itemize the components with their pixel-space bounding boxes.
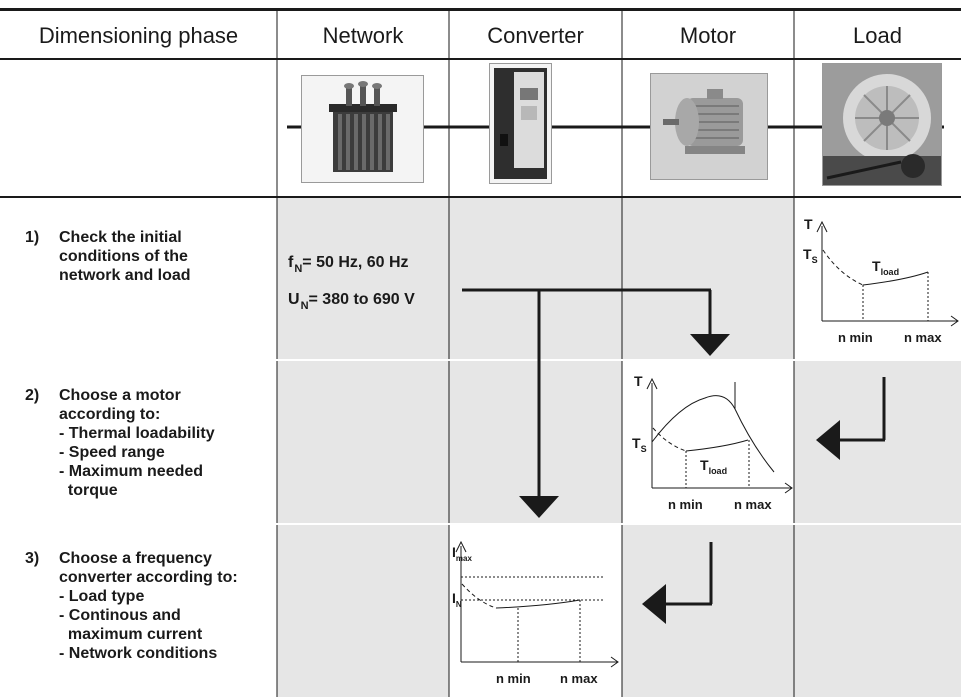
network-voltage: UN= 380 to 690 V bbox=[288, 291, 415, 312]
step-1-number: 1) bbox=[25, 229, 40, 246]
motor-startup-curve bbox=[652, 427, 687, 452]
load-y-label: T bbox=[804, 216, 813, 232]
step-3-line: - Continous and bbox=[59, 607, 181, 624]
motor-icon bbox=[651, 74, 767, 179]
step-3-line: - Load type bbox=[59, 588, 145, 605]
volt-symbol: U bbox=[288, 291, 300, 308]
load-x-arrow bbox=[950, 315, 959, 327]
header-motor: Motor bbox=[679, 23, 737, 48]
step-3-line: maximum current bbox=[59, 626, 203, 643]
conv-nmin-label: n min bbox=[496, 671, 531, 686]
step-2-line: according to: bbox=[59, 406, 161, 423]
step-2-line: - Maximum needed bbox=[59, 463, 204, 480]
load-torque-curve bbox=[862, 271, 929, 286]
step-1-line: Check the initial bbox=[59, 229, 182, 246]
motor-curve-subscript: load bbox=[709, 466, 728, 476]
cell-r1-converter bbox=[449, 198, 622, 360]
load-startup-curve bbox=[822, 249, 864, 286]
motor-y-arrow bbox=[646, 377, 658, 390]
conv-x-arrow bbox=[610, 656, 619, 668]
fan-icon bbox=[823, 64, 941, 185]
conv-imax-symbol: I bbox=[452, 544, 456, 560]
freq-symbol: f bbox=[288, 254, 294, 271]
load-curve-label: Tload bbox=[872, 258, 899, 277]
step-3-number: 3) bbox=[25, 550, 40, 567]
motor-max-torque-curve bbox=[651, 395, 775, 473]
conv-imax-subscript: max bbox=[456, 554, 473, 563]
step-1-line: conditions of the bbox=[59, 248, 188, 265]
load-ts-label: TS bbox=[803, 246, 818, 265]
step-2-line: torque bbox=[59, 482, 118, 499]
load-y-arrow bbox=[816, 220, 828, 233]
freq-value: = 50 Hz, 60 Hz bbox=[302, 254, 409, 271]
converter-icon bbox=[490, 64, 551, 183]
motor-y-label: T bbox=[634, 373, 643, 389]
step-3-line: - Network conditions bbox=[59, 645, 218, 662]
motor-ts-label: TS bbox=[632, 435, 647, 454]
motor-photo bbox=[650, 73, 768, 180]
conv-current-curve bbox=[495, 599, 581, 609]
load-curve-subscript: load bbox=[881, 267, 900, 277]
load-ts-symbol: T bbox=[803, 246, 812, 262]
conv-in-symbol: I bbox=[452, 590, 456, 606]
arrow-left-icon bbox=[816, 420, 840, 460]
motor-x-arrow bbox=[784, 482, 793, 494]
cell-r2-network bbox=[277, 360, 449, 524]
load-curve-symbol: T bbox=[872, 258, 881, 274]
conv-in-subscript: N bbox=[456, 600, 462, 609]
freq-subscript: N bbox=[294, 263, 303, 275]
volt-subscript: N bbox=[300, 300, 309, 312]
step-2-line: - Thermal loadability bbox=[59, 425, 215, 442]
cell-r1-motor bbox=[622, 198, 794, 360]
step-3-line: converter according to: bbox=[59, 569, 238, 586]
motor-nmax-label: n max bbox=[734, 497, 772, 512]
conv-startup-curve bbox=[461, 583, 497, 609]
step-3-line: Choose a frequency bbox=[59, 550, 212, 567]
converter-photo bbox=[489, 63, 552, 184]
cell-r1-network bbox=[277, 198, 449, 360]
arrow-down-icon bbox=[519, 496, 559, 518]
volt-value: = 380 to 690 V bbox=[308, 291, 415, 308]
motor-curve-symbol: T bbox=[700, 457, 709, 473]
cell-r3-load bbox=[794, 524, 961, 697]
conv-nmax-label: n max bbox=[560, 671, 598, 686]
step-2-line: - Speed range bbox=[59, 444, 165, 461]
header-rule bbox=[0, 58, 961, 60]
cell-r3-network bbox=[277, 524, 449, 697]
motor-curve-label: Tload bbox=[700, 457, 727, 476]
load-photo bbox=[822, 63, 942, 186]
network-frequency: fN= 50 Hz, 60 Hz bbox=[288, 254, 409, 275]
header-converter: Converter bbox=[487, 23, 584, 48]
motor-ts-subscript: S bbox=[641, 444, 647, 454]
transformer-icon bbox=[302, 76, 423, 182]
header-dimensioning-phase: Dimensioning phase bbox=[38, 23, 239, 48]
transformer-photo bbox=[301, 75, 424, 183]
load-nmax-label: n max bbox=[904, 330, 942, 345]
header-network: Network bbox=[322, 23, 404, 48]
step-2-line: Choose a motor bbox=[59, 387, 181, 404]
conv-imax-label: Imax bbox=[452, 544, 472, 563]
image-row-rule bbox=[0, 196, 961, 198]
arrow-down-icon bbox=[690, 334, 730, 356]
load-ts-subscript: S bbox=[812, 255, 818, 265]
step-1-line: network and load bbox=[59, 267, 191, 284]
motor-load-curve bbox=[685, 439, 749, 452]
conv-in-label: IN bbox=[452, 590, 462, 609]
step-2-number: 2) bbox=[25, 387, 40, 404]
top-rule bbox=[0, 8, 961, 11]
header-load: Load bbox=[853, 23, 902, 48]
motor-ts-symbol: T bbox=[632, 435, 641, 451]
arrow-left-icon bbox=[642, 584, 666, 624]
conv-y-arrow bbox=[455, 540, 467, 553]
load-nmin-label: n min bbox=[838, 330, 873, 345]
motor-nmin-label: n min bbox=[668, 497, 703, 512]
